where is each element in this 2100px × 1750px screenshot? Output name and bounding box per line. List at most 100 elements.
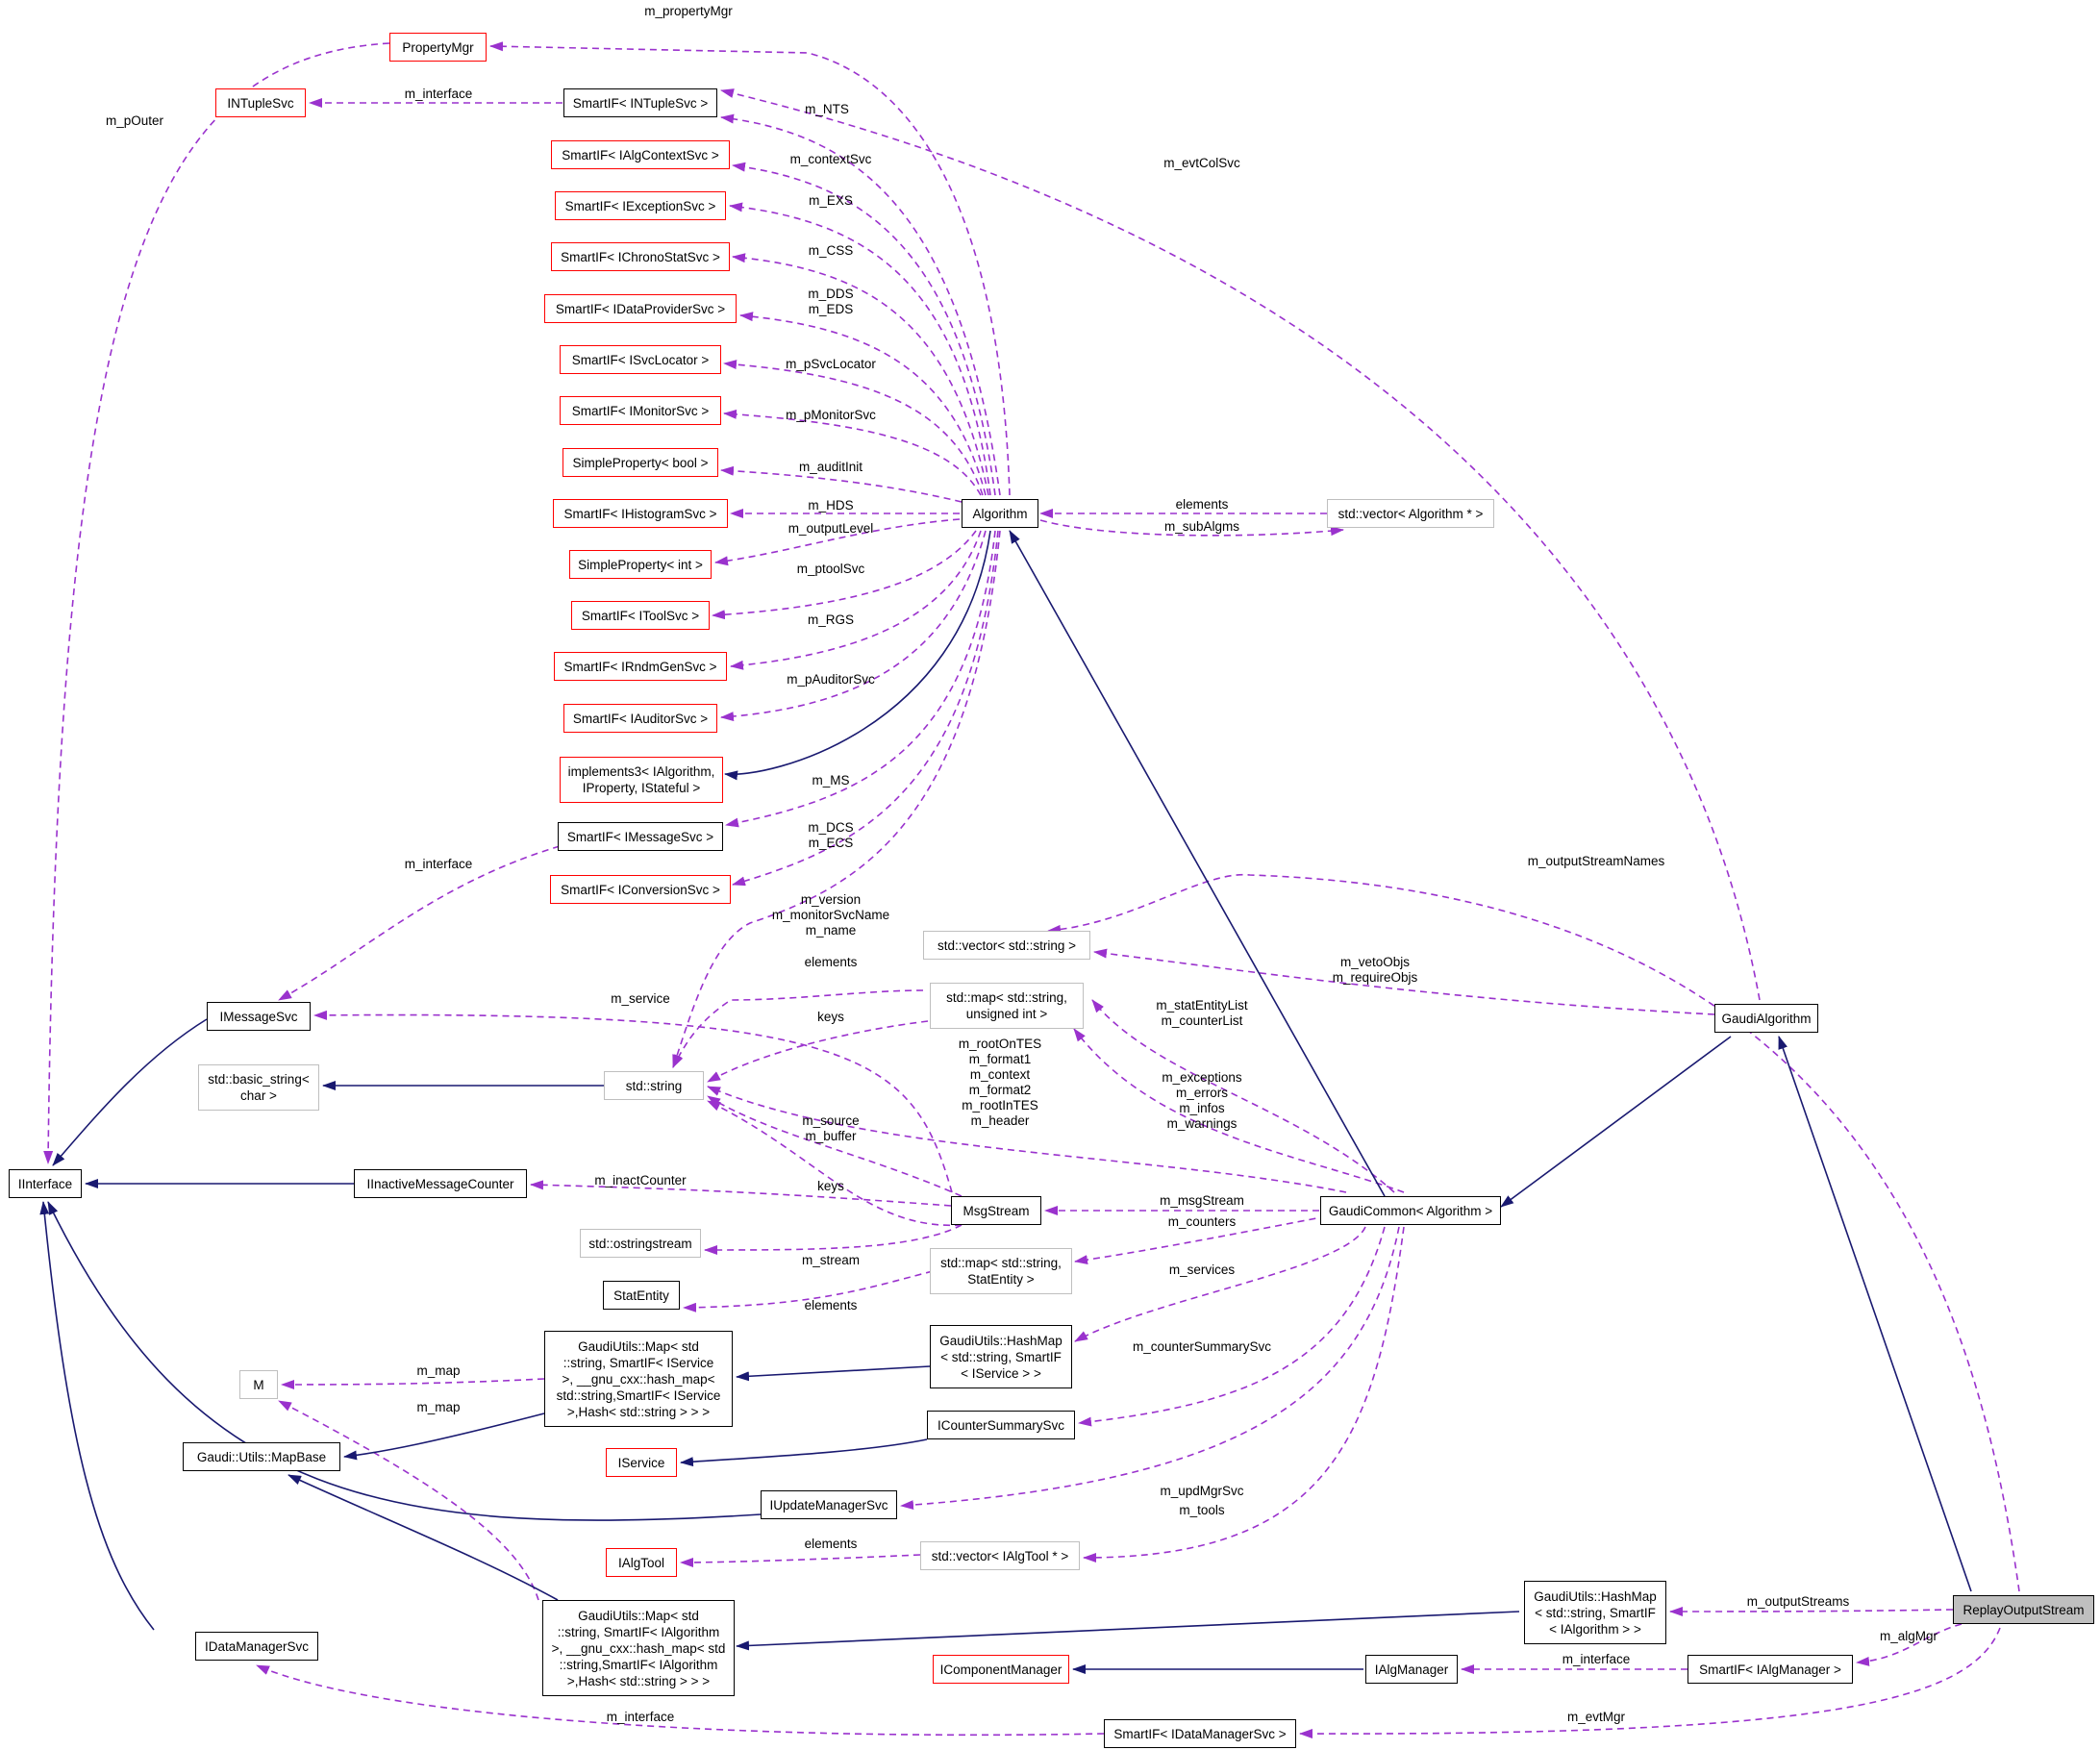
member-edge: [730, 530, 982, 670]
class-node-iinterface[interactable]: IInterface: [9, 1169, 82, 1198]
class-node-si-exc[interactable]: SmartIF< IExceptionSvc >: [555, 191, 726, 220]
class-node-guhashsvc[interactable]: GaudiUtils::HashMap < std::string, Smart…: [930, 1325, 1072, 1388]
member-edge: [723, 360, 984, 496]
edge-label: m_services: [1169, 1262, 1236, 1277]
class-node-ostream: std::ostringstream: [580, 1229, 701, 1258]
member-edge: [1669, 1606, 1954, 1616]
edge-label: m_DCS: [808, 820, 853, 835]
class-node-si-hist[interactable]: SmartIF< IHistogramSvc >: [553, 499, 728, 528]
class-node-si-aud[interactable]: SmartIF< IAuditorSvc >: [563, 704, 717, 733]
inheritance-edge: [52, 1018, 208, 1166]
member-edge: [723, 409, 982, 496]
edge-label: m_counters: [1168, 1214, 1237, 1229]
member-edge: [732, 530, 999, 887]
class-node-gaudialgorithm[interactable]: GaudiAlgorithm: [1714, 1004, 1818, 1033]
class-node-ialgmgr[interactable]: IAlgManager: [1365, 1655, 1458, 1684]
member-edge: [278, 1400, 539, 1601]
member-edge: [672, 989, 924, 1068]
class-node-si-datamgr[interactable]: SmartIF< IDataManagerSvc >: [1104, 1719, 1296, 1748]
class-node-gumapsvc[interactable]: GaudiUtils::Map< std ::string, SmartIF< …: [544, 1331, 733, 1427]
class-node-guhashalg[interactable]: GaudiUtils::HashMap < std::string, Smart…: [1524, 1581, 1666, 1644]
member-edge: [707, 1100, 962, 1227]
class-node-iupdmgr[interactable]: IUpdateManagerSvc: [761, 1490, 897, 1519]
class-node-si-svcloc[interactable]: SmartIF< ISvcLocator >: [560, 345, 721, 374]
member-edge: [281, 1378, 545, 1389]
member-edge: [729, 202, 991, 496]
class-node-impl3[interactable]: implements3< IAlgorithm, IProperty, ISta…: [560, 757, 723, 803]
class-node-si-dataprov[interactable]: SmartIF< IDataProviderSvc >: [544, 294, 737, 323]
edge-label: m_rootOnTES: [959, 1037, 1041, 1051]
class-node-mapstat: std::map< std::string, StatEntity >: [930, 1248, 1072, 1294]
class-node-msgstream[interactable]: MsgStream: [951, 1196, 1041, 1225]
edge-label: m_MS: [812, 773, 849, 788]
class-node-iinactive[interactable]: IInactiveMessageCounter: [354, 1169, 527, 1198]
member-edge: [1074, 1226, 1366, 1342]
edge-label: m_format1: [969, 1052, 1032, 1066]
class-node-si-algctx[interactable]: SmartIF< IAlgContextSvc >: [551, 140, 730, 169]
class-node-si-mon[interactable]: SmartIF< IMonitorSvc >: [560, 396, 721, 425]
inheritance-edge: [1500, 1036, 1732, 1208]
member-edge: [739, 312, 987, 496]
class-node-propertymgr[interactable]: PropertyMgr: [389, 33, 487, 62]
inheritance-edge: [724, 530, 991, 781]
edge-label: m_pMonitorSvc: [786, 408, 876, 422]
class-node-iservice[interactable]: IService: [606, 1448, 677, 1477]
edge-label: m_stream: [802, 1253, 860, 1267]
class-node-si-tool[interactable]: SmartIF< IToolSvc >: [571, 601, 710, 630]
edge-label: m_counterSummarySvc: [1133, 1339, 1271, 1354]
class-node-si-chrono[interactable]: SmartIF< IChronoStatSvc >: [551, 242, 730, 271]
class-node-icountersum[interactable]: ICounterSummarySvc: [927, 1411, 1075, 1439]
class-node-mapbase[interactable]: Gaudi::Utils::MapBase: [183, 1442, 340, 1471]
class-node-vectool: std::vector< IAlgTool * >: [920, 1541, 1080, 1570]
edge-label: m_propertyMgr: [644, 4, 733, 18]
inheritance-edge: [343, 1412, 545, 1461]
class-node-si-conv[interactable]: SmartIF< IConversionSvc >: [550, 875, 731, 904]
edge-label: m_map: [416, 1400, 460, 1414]
class-node-si-algmgr[interactable]: SmartIF< IAlgManager >: [1688, 1655, 1853, 1684]
class-node-si-ntuple[interactable]: SmartIF< INTupleSvc >: [563, 88, 717, 117]
edge-label: m_outputStreamNames: [1528, 854, 1665, 868]
class-node-ialgtool[interactable]: IAlgTool: [606, 1548, 677, 1577]
class-node-replay[interactable]: ReplayOutputStream: [1953, 1595, 2094, 1624]
edge-label: elements: [805, 1537, 858, 1551]
class-node-imessagesvc[interactable]: IMessageSvc: [207, 1002, 311, 1031]
class-node-icompmgr[interactable]: IComponentManager: [933, 1655, 1069, 1684]
member-edge: [1073, 1028, 1405, 1193]
class-node-vecstr: std::vector< std::string >: [923, 931, 1090, 960]
edge-label: m_rootInTES: [962, 1098, 1038, 1112]
member-edge: [1083, 1226, 1405, 1562]
class-node-intuplesvc[interactable]: INTupleSvc: [215, 88, 306, 117]
member-edge: [278, 845, 561, 1001]
class-node-basicstr: std::basic_string< char >: [198, 1064, 319, 1111]
edge-label: m_errors: [1176, 1086, 1228, 1100]
edge-label: m_map: [416, 1363, 460, 1378]
inheritance-edge: [680, 1438, 928, 1467]
class-node-sp-int[interactable]: SimpleProperty< int >: [569, 550, 712, 579]
member-edge: [256, 1664, 1105, 1737]
edge-label: m_requireObjs: [1333, 970, 1418, 985]
member-edge: [1074, 1215, 1328, 1265]
member-edge: [714, 518, 961, 566]
edge-label: m_counterList: [1162, 1013, 1243, 1028]
edge-label: m_DDS: [808, 287, 853, 301]
class-node-statentity[interactable]: StatEntity: [603, 1281, 680, 1310]
member-edge: [707, 1086, 1347, 1193]
class-node-idatamgr[interactable]: IDataManagerSvc: [195, 1632, 318, 1661]
inheritance-edge: [288, 1474, 559, 1601]
class-node-gaudicommon[interactable]: GaudiCommon< Algorithm >: [1320, 1196, 1501, 1225]
class-node-gumapalg[interactable]: GaudiUtils::Map< std ::string, SmartIF< …: [542, 1600, 735, 1696]
class-node-sp-bool[interactable]: SimpleProperty< bool >: [562, 448, 718, 477]
edge-label: m_RGS: [808, 612, 854, 627]
edge-label: m_pAuditorSvc: [787, 672, 875, 687]
class-node-si-msg[interactable]: SmartIF< IMessageSvc >: [558, 822, 723, 851]
edge-label: elements: [1176, 497, 1229, 512]
member-edge: [900, 1226, 1400, 1511]
class-node-algorithm[interactable]: Algorithm: [962, 499, 1038, 528]
edge-label: m_exceptions: [1162, 1070, 1242, 1085]
edge-label: elements: [805, 1298, 858, 1312]
class-node-si-rndm[interactable]: SmartIF< IRndmGenSvc >: [554, 652, 727, 681]
edge-label: elements: [805, 955, 858, 969]
edge-label: m_pOuter: [106, 113, 164, 128]
edge-label: m_inactCounter: [594, 1173, 687, 1188]
